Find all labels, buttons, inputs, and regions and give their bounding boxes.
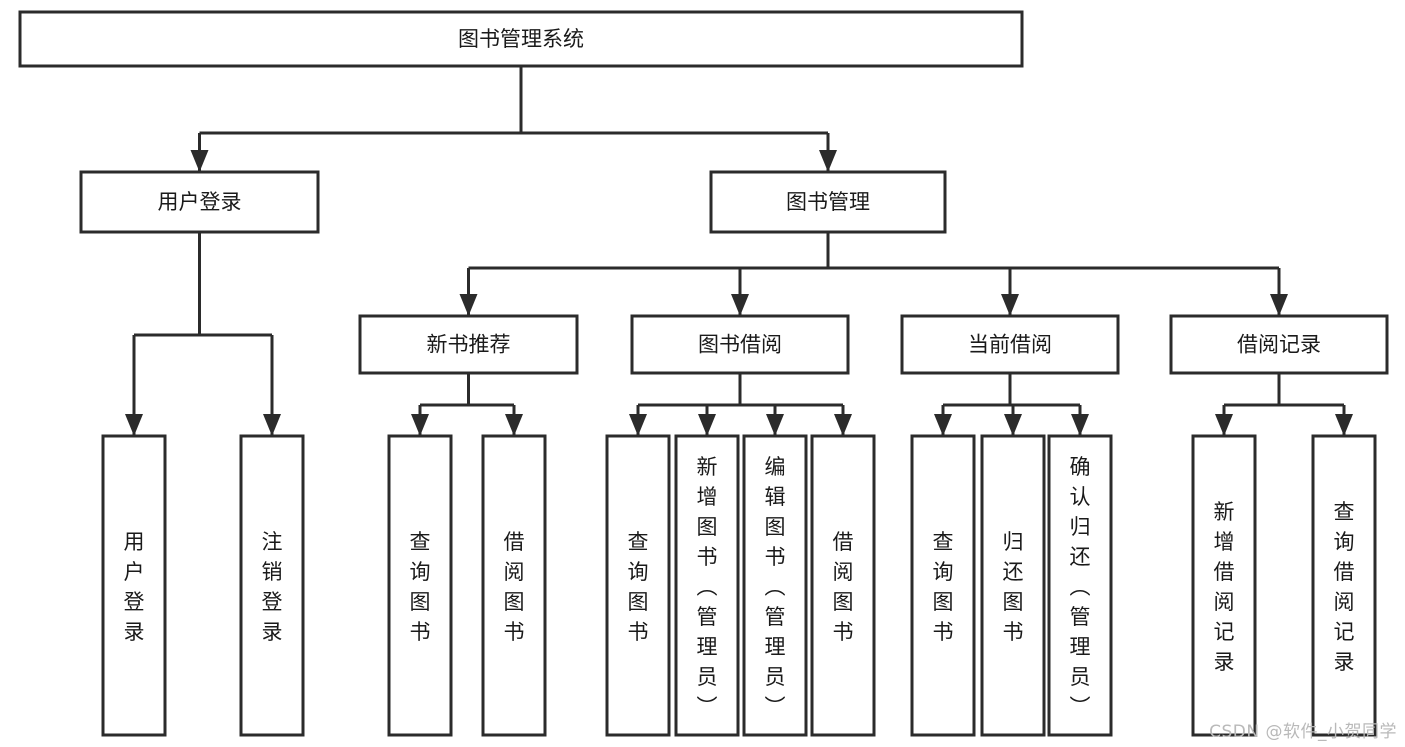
- node-leaf-query-record[interactable]: 查询借阅记录: [1311, 434, 1377, 737]
- arrow-head-icon: [459, 294, 478, 316]
- node-leaf-user-login-box: [101, 434, 167, 737]
- node-current-borrow-box: [900, 314, 1120, 375]
- arrow-head-icon: [698, 414, 716, 436]
- arrow-head-icon: [1335, 414, 1353, 436]
- arrow-head-icon: [629, 414, 647, 436]
- node-leaf-return-book-box: [980, 434, 1046, 737]
- arrow-head-icon: [731, 294, 749, 316]
- node-root-box: [18, 10, 1024, 68]
- node-leaf-borrow-book-2-box: [810, 434, 876, 737]
- connector-lines: [125, 66, 1353, 436]
- arrow-head-icon: [505, 414, 523, 436]
- node-new-book-recommend-box: [358, 314, 579, 375]
- node-book-borrow-label: 图书借阅: [698, 333, 782, 357]
- node-current-borrow-label: 当前借阅: [968, 333, 1052, 357]
- node-leaf-user-login[interactable]: 用户登录: [101, 434, 167, 737]
- node-new-book-recommend[interactable]: 新书推荐: [358, 314, 579, 375]
- node-leaf-query-book-2[interactable]: 查询图书: [605, 434, 671, 737]
- node-leaf-confirm-return-box: [1047, 434, 1113, 737]
- node-leaf-logout-label: 注销登录: [262, 530, 283, 644]
- arrow-head-icon: [1004, 414, 1022, 436]
- node-leaf-borrow-book-2-label: 借阅图书: [833, 530, 854, 644]
- node-user-login[interactable]: 用户登录: [79, 170, 320, 234]
- node-book-manage-box: [709, 170, 947, 234]
- arrow-head-icon: [1270, 294, 1288, 316]
- arrow-head-icon: [263, 414, 281, 436]
- node-leaf-edit-book-box: [742, 434, 808, 737]
- arrow-head-icon: [819, 150, 837, 172]
- node-leaf-borrow-book-1-box: [481, 434, 547, 737]
- node-leaf-add-record-label: 新增借阅记录: [1214, 500, 1235, 674]
- node-leaf-query-book-1-box: [387, 434, 453, 737]
- node-leaf-logout[interactable]: 注销登录: [239, 434, 305, 737]
- node-boxes: 图书管理系统用户登录图书管理新书推荐图书借阅当前借阅借阅记录用户登录注销登录查询…: [18, 10, 1389, 737]
- arrow-head-icon: [411, 414, 429, 436]
- node-current-borrow[interactable]: 当前借阅: [900, 314, 1120, 375]
- node-book-borrow[interactable]: 图书借阅: [630, 314, 850, 375]
- node-user-login-box: [79, 170, 320, 234]
- node-leaf-add-book[interactable]: 新增图书︵管理员︶: [674, 434, 740, 737]
- arrow-head-icon: [766, 414, 784, 436]
- node-leaf-user-login-label: 用户登录: [124, 530, 145, 644]
- node-leaf-return-book-label: 归还图书: [1003, 530, 1024, 644]
- arrow-head-icon: [1215, 414, 1233, 436]
- arrow-head-icon: [934, 414, 952, 436]
- node-leaf-query-book-3-label: 查询图书: [933, 530, 954, 644]
- node-leaf-edit-book-label: 编辑图书︵管理员︶: [765, 455, 786, 719]
- node-leaf-logout-box: [239, 434, 305, 737]
- node-borrow-record-label: 借阅记录: [1237, 333, 1321, 357]
- node-leaf-query-book-1-label: 查询图书: [410, 530, 431, 644]
- arrow-head-icon: [1001, 294, 1019, 316]
- node-leaf-query-record-label: 查询借阅记录: [1334, 500, 1355, 674]
- watermark-label: CSDN @软件_小贺同学: [1209, 722, 1397, 742]
- node-book-borrow-box: [630, 314, 850, 375]
- node-new-book-recommend-label: 新书推荐: [427, 333, 511, 357]
- arrow-head-icon: [190, 150, 209, 172]
- node-leaf-query-book-2-label: 查询图书: [628, 530, 649, 644]
- node-leaf-query-book-3-box: [910, 434, 976, 737]
- node-root[interactable]: 图书管理系统: [18, 10, 1024, 68]
- node-leaf-add-book-box: [674, 434, 740, 737]
- node-leaf-add-record[interactable]: 新增借阅记录: [1191, 434, 1257, 737]
- node-leaf-add-record-box: [1191, 434, 1257, 737]
- node-leaf-borrow-book-1-label: 借阅图书: [504, 530, 525, 644]
- node-leaf-add-book-label: 新增图书︵管理员︶: [697, 455, 718, 719]
- node-leaf-return-book[interactable]: 归还图书: [980, 434, 1046, 737]
- arrow-head-icon: [125, 414, 143, 436]
- node-root-label: 图书管理系统: [458, 27, 584, 51]
- arrow-head-icon: [834, 414, 852, 436]
- node-book-manage-label: 图书管理: [786, 190, 870, 214]
- node-leaf-query-record-box: [1311, 434, 1377, 737]
- node-leaf-edit-book[interactable]: 编辑图书︵管理员︶: [742, 434, 808, 737]
- node-leaf-query-book-1[interactable]: 查询图书: [387, 434, 453, 737]
- node-leaf-confirm-return[interactable]: 确认归还︵管理员︶: [1047, 434, 1113, 737]
- node-leaf-borrow-book-1[interactable]: 借阅图书: [481, 434, 547, 737]
- node-leaf-query-book-2-box: [605, 434, 671, 737]
- arrow-head-icon: [1071, 414, 1089, 436]
- node-book-manage[interactable]: 图书管理: [709, 170, 947, 234]
- node-borrow-record[interactable]: 借阅记录: [1169, 314, 1389, 375]
- node-leaf-borrow-book-2[interactable]: 借阅图书: [810, 434, 876, 737]
- node-borrow-record-box: [1169, 314, 1389, 375]
- node-user-login-label: 用户登录: [158, 190, 242, 214]
- node-leaf-query-book-3[interactable]: 查询图书: [910, 434, 976, 737]
- node-leaf-confirm-return-label: 确认归还︵管理员︶: [1070, 455, 1091, 719]
